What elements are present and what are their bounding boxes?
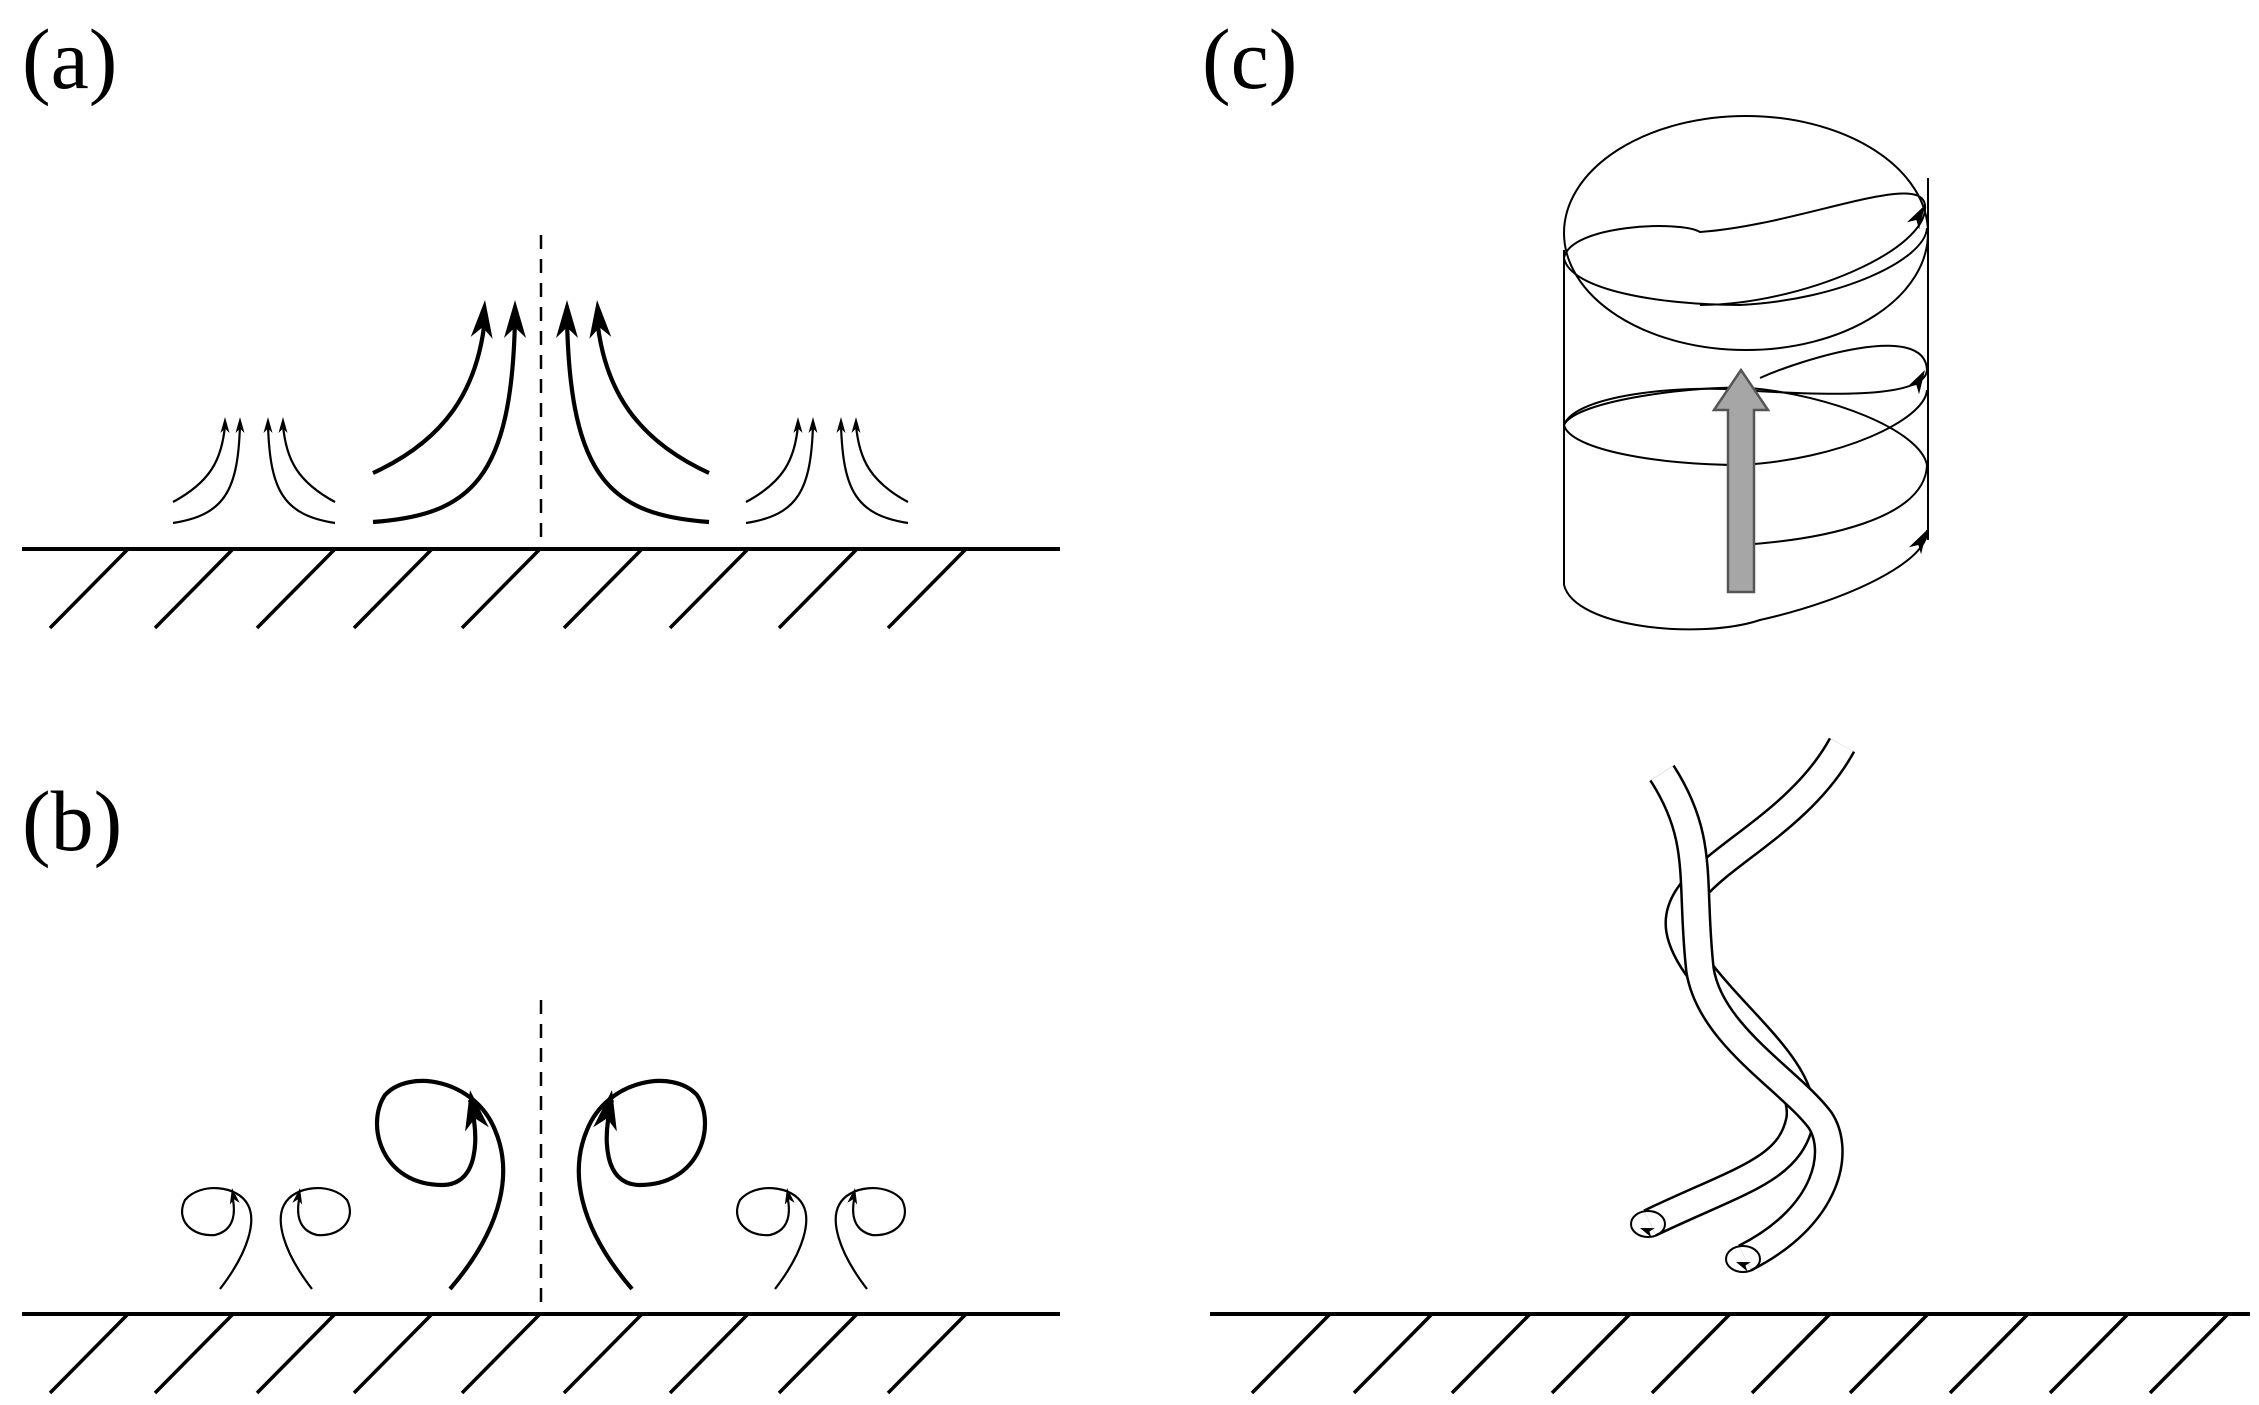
panel-label-a: (a) — [22, 11, 117, 107]
hatch-mark — [1250, 1312, 1332, 1395]
arrowhead — [793, 417, 803, 433]
hatch-mark — [562, 1312, 644, 1395]
updraft-arrow — [372, 317, 518, 525]
hatch-mark — [886, 547, 968, 630]
hatch-mark — [1948, 1312, 2030, 1395]
arrowhead — [292, 1188, 303, 1205]
twisted-vortex-tubes — [1630, 737, 1856, 1273]
small-updraft-arrows-a-left — [172, 424, 336, 525]
panel-a-converging-updrafts — [22, 235, 1060, 630]
arrowhead — [847, 1188, 858, 1205]
hatch-mark — [352, 1312, 434, 1395]
hatch-mark — [668, 1312, 750, 1395]
hatch-mark — [255, 547, 337, 630]
hatch-mark — [1650, 1312, 1732, 1395]
hatch-mark — [48, 547, 130, 630]
arrowhead — [556, 300, 578, 338]
hatch-mark — [48, 1312, 130, 1395]
central-updraft-arrow-c — [1711, 367, 1771, 594]
ground-hatching-b — [48, 1312, 968, 1395]
panel-label-b: (b) — [22, 773, 122, 869]
arrowhead — [808, 417, 818, 433]
hatch-mark — [886, 1312, 968, 1395]
hatch-mark — [460, 547, 542, 630]
arrowhead — [263, 417, 273, 433]
arrowhead — [220, 417, 230, 433]
panel-b-rolling-vortices — [22, 1000, 1060, 1395]
arrowhead — [1908, 530, 1927, 555]
arrowhead — [278, 417, 288, 433]
hatch-mark — [777, 1312, 859, 1395]
arrowhead — [1736, 1262, 1751, 1272]
arrowhead — [235, 417, 245, 433]
ground-hatching-c — [1250, 1312, 2230, 1395]
rotating-cylinder — [1563, 115, 1929, 631]
ground-hatching-a — [48, 547, 968, 630]
hatch-mark — [2148, 1312, 2230, 1395]
small-vortex-arrows-b — [181, 1187, 906, 1290]
panel-c-swirling-updraft — [1210, 115, 2250, 1395]
hatch-mark — [352, 547, 434, 630]
arrowhead — [465, 1090, 489, 1132]
small-updraft-arrows-a-right — [745, 424, 909, 525]
hatch-mark — [668, 547, 750, 630]
central-updraft-arrows-a — [372, 300, 710, 525]
hatch-mark — [1848, 1312, 1930, 1395]
hatch-mark — [1450, 1312, 1532, 1395]
hatch-mark — [1750, 1312, 1832, 1395]
hatch-mark — [460, 1312, 542, 1395]
arrowhead — [589, 300, 612, 339]
arrowhead — [593, 1090, 617, 1132]
arrowhead — [470, 300, 493, 339]
updraft-arrow — [564, 317, 710, 525]
arrowhead — [784, 1188, 795, 1205]
arrowhead — [1640, 1228, 1655, 1238]
updraft-arrow — [594, 317, 710, 475]
hatch-mark — [2048, 1312, 2130, 1395]
arrowhead — [1906, 205, 1925, 230]
panel-label-c: (c) — [1202, 11, 1297, 107]
arrowhead — [851, 417, 861, 433]
arrowhead — [836, 417, 846, 433]
updraft-arrow — [372, 317, 488, 475]
hatch-mark — [255, 1312, 337, 1395]
arrowhead — [229, 1188, 240, 1205]
hatch-mark — [777, 547, 859, 630]
hatch-mark — [1550, 1312, 1632, 1395]
arrowhead — [504, 300, 526, 338]
arrowhead — [1906, 370, 1925, 395]
hatch-mark — [153, 1312, 235, 1395]
hatch-mark — [562, 547, 644, 630]
hatch-mark — [1352, 1312, 1434, 1395]
central-vortex-arrows-b — [375, 1078, 707, 1291]
hatch-mark — [153, 547, 235, 630]
